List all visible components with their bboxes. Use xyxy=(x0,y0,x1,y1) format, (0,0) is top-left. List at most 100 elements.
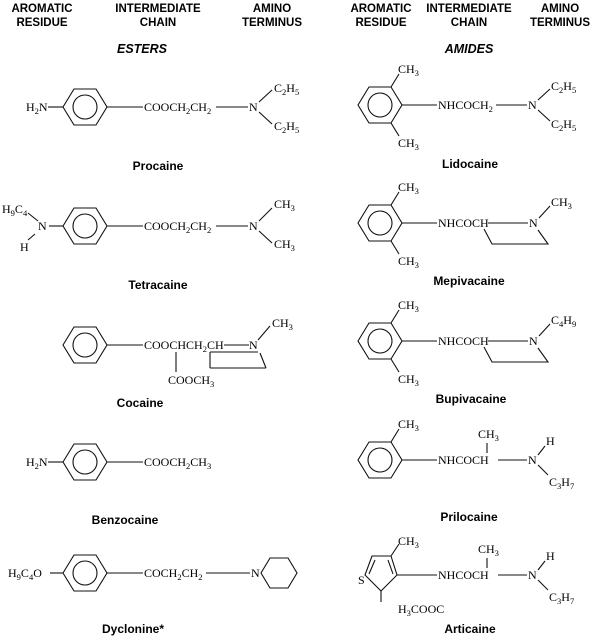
svg-text:N: N xyxy=(249,219,258,233)
svg-text:TERMINUS: TERMINUS xyxy=(242,17,302,29)
cocaine-name: Cocaine xyxy=(117,396,164,410)
benzocaine-benzene-ring xyxy=(62,443,108,481)
mepivacaine-piperidine-ring xyxy=(483,228,550,245)
prilocaine-chain-label: NHCOCH xyxy=(438,453,489,467)
structure-prilocaine: CH3 NHCOCH CH3 N H C3H7 Prilocaine xyxy=(357,417,574,524)
dyclonine-piperidine-ring xyxy=(260,557,298,589)
structure-lidocaine: CH3 CH3 NHCOCH2 N C2H5 C2H5 Lidocaine xyxy=(357,62,576,171)
cocaine-benzene-ring xyxy=(62,326,108,364)
svg-text:S: S xyxy=(358,573,365,587)
svg-text:N: N xyxy=(528,568,537,582)
column-headers-right: AROMATIC RESIDUE INTERMEDIATE CHAIN AMIN… xyxy=(350,3,590,29)
articaine-ester-label: H3COOC xyxy=(398,602,444,618)
header-chain-right: INTERMEDIATE xyxy=(426,3,512,15)
svg-text:H: H xyxy=(20,240,29,254)
benzocaine-aromatic-label: H2N xyxy=(26,455,48,471)
structure-mepivacaine: CH3 CH3 NHCOCH N CH3 Mepivacaine xyxy=(357,180,572,288)
header-terminus-right: AMINO xyxy=(541,3,579,15)
svg-text:N: N xyxy=(529,334,538,348)
procaine-terminus-label-1: C2H5 xyxy=(274,81,299,97)
mepivacaine-name: Mepivacaine xyxy=(433,274,505,288)
lidocaine-methyl-label-1: CH3 xyxy=(398,62,419,78)
svg-text:N: N xyxy=(251,566,260,580)
articaine-chain-label: NHCOCH xyxy=(438,568,489,582)
benzocaine-chain-label: COOCH2CH3 xyxy=(144,455,211,471)
svg-text:N: N xyxy=(249,338,258,352)
articaine-side-methyl-label: CH3 xyxy=(478,542,499,558)
procaine-terminus-label-2: C2H5 xyxy=(274,119,299,135)
articaine-name: Articaine xyxy=(444,622,496,636)
bupivacaine-benzene-ring xyxy=(357,322,403,360)
lidocaine-name: Lidocaine xyxy=(442,157,498,171)
bupivacaine-terminus-label: C4H9 xyxy=(551,313,576,329)
bupivacaine-chain-label: NHCOCH xyxy=(438,334,489,348)
lidocaine-terminus-label-1: C2H5 xyxy=(551,79,576,95)
lidocaine-benzene-ring xyxy=(357,86,403,124)
procaine-aromatic-label: H2N xyxy=(26,100,48,116)
lidocaine-methyl-label-2: CH3 xyxy=(398,136,419,152)
svg-text:N: N xyxy=(528,453,537,467)
mepivacaine-methyl-label-2: CH3 xyxy=(398,254,419,270)
structure-benzocaine: H2N COOCH2CH3 Benzocaine xyxy=(26,443,211,527)
tetracaine-name: Tetracaine xyxy=(128,278,187,292)
svg-text:CHAIN: CHAIN xyxy=(140,17,176,29)
structure-bupivacaine: CH3 CH3 NHCOCH N C4H9 Bupivacaine xyxy=(357,298,576,406)
articaine-thiophene-ring xyxy=(364,555,398,592)
svg-text:RESIDUE: RESIDUE xyxy=(16,17,67,29)
section-amides-title: AMIDES xyxy=(444,42,494,56)
prilocaine-benzene-ring xyxy=(357,441,403,479)
section-esters-title: ESTERS xyxy=(117,42,168,56)
bupivacaine-name: Bupivacaine xyxy=(436,392,507,406)
bupivacaine-methyl-label-2: CH3 xyxy=(398,372,419,388)
svg-text:N: N xyxy=(529,216,538,230)
svg-text:TERMINUS: TERMINUS xyxy=(530,17,590,29)
prilocaine-terminus-label-1: H xyxy=(546,434,555,448)
prilocaine-name: Prilocaine xyxy=(440,510,498,524)
dyclonine-aromatic-label: H9C4O xyxy=(8,566,42,582)
tetracaine-chain-label: COOCH2CH2 xyxy=(144,219,211,235)
tetracaine-aromatic-label: H9C4 xyxy=(2,202,28,218)
bupivacaine-piperidine-ring xyxy=(483,346,550,363)
mepivacaine-methyl-label-1: CH3 xyxy=(398,180,419,196)
structure-procaine: H2N COOCH2CH2 N C2H5 C2H5 Procaine xyxy=(26,81,299,173)
svg-text:N: N xyxy=(249,100,258,114)
svg-text:N: N xyxy=(38,219,47,233)
tetracaine-benzene-ring xyxy=(62,207,108,245)
structure-cocaine: COOCHCH2CH COOCH3 N CH3 Cocaine xyxy=(62,316,293,410)
structure-dyclonine: H9C4O COCH2CH2 N Dyclonine* xyxy=(8,554,298,636)
lidocaine-chain-label: NHCOCH2 xyxy=(438,98,493,114)
prilocaine-methyl-label: CH3 xyxy=(398,417,419,433)
benzocaine-name: Benzocaine xyxy=(92,513,159,527)
lidocaine-terminus-label-2: C2H5 xyxy=(551,117,576,133)
tetracaine-terminus-label-1: CH3 xyxy=(274,197,295,213)
bupivacaine-methyl-label-1: CH3 xyxy=(398,298,419,314)
header-aromatic-right: AROMATIC xyxy=(350,3,411,15)
dyclonine-chain-label: COCH2CH2 xyxy=(144,566,203,582)
procaine-chain-label: COOCH2CH2 xyxy=(144,100,211,116)
structure-articaine: S CH3 H3COOC NHCOCH CH3 N H C3H7 Articai… xyxy=(358,534,574,636)
procaine-benzene-ring xyxy=(62,88,108,126)
structure-tetracaine: H9C4 N H COOCH2CH2 N CH3 CH3 Tetracaine xyxy=(2,197,295,292)
svg-text:RESIDUE: RESIDUE xyxy=(355,17,406,29)
articaine-methyl-label: CH3 xyxy=(398,534,419,550)
header-aromatic-left: AROMATIC xyxy=(11,3,72,15)
dyclonine-name: Dyclonine* xyxy=(102,622,164,636)
cocaine-ester-label: COOCH3 xyxy=(168,373,214,389)
column-headers-left: AROMATIC RESIDUE INTERMEDIATE CHAIN AMIN… xyxy=(11,3,302,29)
prilocaine-terminus-label-2: C3H7 xyxy=(549,475,574,491)
svg-text:N: N xyxy=(528,98,537,112)
cocaine-methyl-label: CH3 xyxy=(272,316,293,332)
svg-text:CHAIN: CHAIN xyxy=(451,17,487,29)
articaine-terminus-label-1: H xyxy=(546,549,555,563)
header-chain-left: INTERMEDIATE xyxy=(115,3,201,15)
articaine-terminus-label-2: C3H7 xyxy=(549,590,574,606)
header-terminus-left: AMINO xyxy=(253,3,291,15)
tetracaine-terminus-label-2: CH3 xyxy=(274,237,295,253)
mepivacaine-chain-label: NHCOCH xyxy=(438,216,489,230)
prilocaine-side-methyl-label: CH3 xyxy=(478,427,499,443)
mepivacaine-terminus-label: CH3 xyxy=(551,195,572,211)
dyclonine-benzene-ring xyxy=(62,554,108,592)
mepivacaine-benzene-ring xyxy=(357,204,403,242)
procaine-name: Procaine xyxy=(133,159,184,173)
